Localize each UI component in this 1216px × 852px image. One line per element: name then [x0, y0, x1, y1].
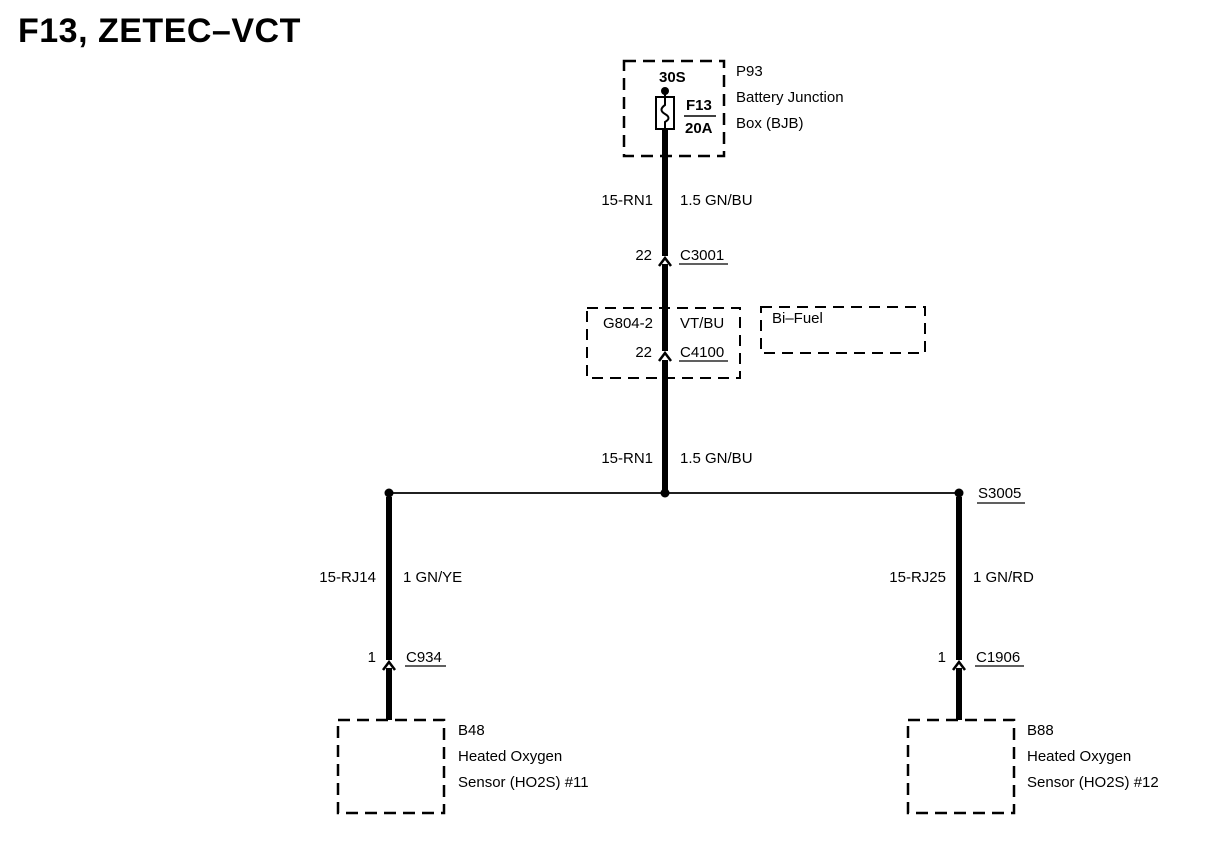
- c934-id: C934: [406, 649, 442, 666]
- bjb-id: P93: [736, 63, 763, 80]
- fuse-id: F13: [686, 97, 712, 114]
- c4100-circuit: G804-2: [603, 315, 653, 332]
- right-branch-spec: 1 GN/RD: [973, 569, 1034, 586]
- b88-name-line1: Heated Oxygen: [1027, 748, 1131, 765]
- b48-component-box: [336, 718, 446, 815]
- right-branch-circuit: 15-RJ25: [889, 569, 946, 586]
- c3001-pin: 22: [635, 247, 652, 264]
- bjb-supply-label: 30S: [659, 69, 686, 86]
- splice-id: S3005: [978, 485, 1021, 502]
- splice-node-center: [660, 488, 670, 498]
- b88-component-box: [906, 718, 1016, 815]
- b88-id: B88: [1027, 722, 1054, 739]
- bjb-name-line2: Box (BJB): [736, 115, 804, 132]
- c1906-id: C1906: [976, 649, 1020, 666]
- b48-name-line1: Heated Oxygen: [458, 748, 562, 765]
- left-branch-spec: 1 GN/YE: [403, 569, 462, 586]
- c934-pin: 1: [368, 649, 376, 666]
- bjb-box: [622, 59, 726, 158]
- b48-id: B48: [458, 722, 485, 739]
- wire-top-circuit: 15-RN1: [601, 192, 653, 209]
- fuse-icon: [655, 96, 675, 130]
- c4100-id: C4100: [680, 344, 724, 361]
- diagram-title: F13, ZETEC–VCT: [18, 12, 301, 50]
- b48-name-line2: Sensor (HO2S) #11: [458, 774, 589, 791]
- c4100-color: VT/BU: [680, 315, 724, 332]
- c4100-pin: 22: [635, 344, 652, 361]
- option-box-label: Bi–Fuel: [772, 310, 823, 327]
- wire-top-spec: 1.5 GN/BU: [680, 192, 753, 209]
- left-branch-circuit: 15-RJ14: [319, 569, 376, 586]
- option-box: [760, 306, 926, 354]
- c4100-connector-symbol: [658, 350, 672, 362]
- wire-mid-circuit: 15-RN1: [601, 450, 653, 467]
- splice-node-right: [954, 488, 964, 498]
- c1906-pin: 1: [938, 649, 946, 666]
- c3001-id: C3001: [680, 247, 724, 264]
- b88-name-line2: Sensor (HO2S) #12: [1027, 774, 1159, 791]
- c1906-connector-symbol: [952, 659, 966, 671]
- wire-mid-spec: 1.5 GN/BU: [680, 450, 753, 467]
- bjb-name-line1: Battery Junction: [736, 89, 844, 106]
- c4100-box: [586, 307, 741, 379]
- splice-node-left: [384, 488, 394, 498]
- c3001-connector-symbol: [658, 255, 672, 267]
- fuse-rating: 20A: [685, 120, 713, 137]
- c934-connector-symbol: [382, 659, 396, 671]
